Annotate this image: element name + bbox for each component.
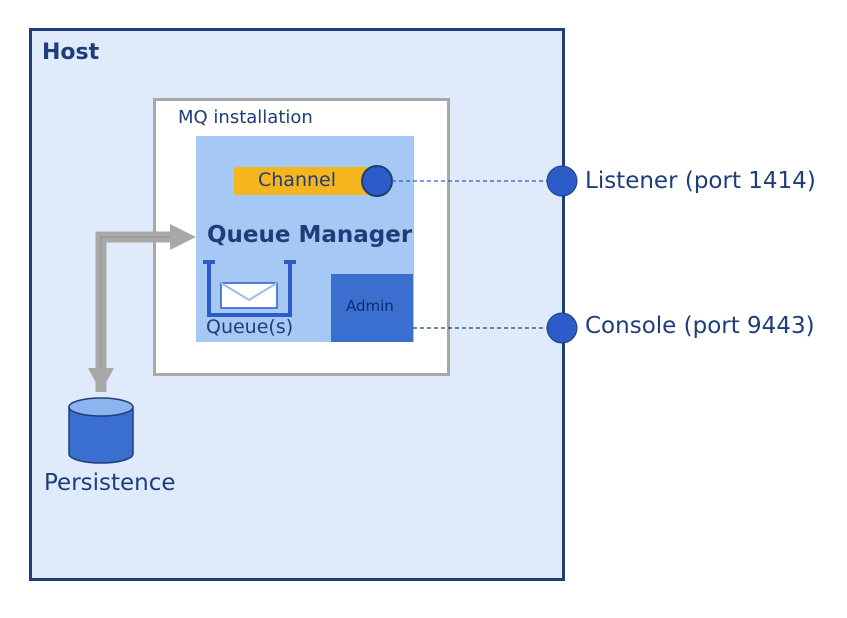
arrow-head-right (170, 224, 196, 250)
queue-label: Queue(s) (206, 316, 294, 338)
database-cylinder-icon (68, 397, 134, 464)
queue-bracket (203, 260, 296, 317)
persistence-label: Persistence (44, 470, 176, 496)
admin-label: Admin (346, 297, 394, 315)
persistence-arrow (88, 224, 196, 392)
channel-label: Channel (258, 169, 337, 191)
mq-installation-label: MQ installation (178, 107, 313, 128)
console-dot-icon (546, 312, 578, 344)
listener-dot-icon (546, 165, 578, 197)
console-label: Console (port 9443) (585, 313, 815, 339)
channel-node-icon (361, 165, 393, 197)
queue-manager-title: Queue Manager (207, 222, 413, 248)
envelope-icon (220, 282, 278, 309)
channel-pill (234, 167, 386, 195)
arrow-head-down (88, 368, 114, 392)
admin-box (331, 274, 413, 342)
listener-label: Listener (port 1414) (585, 168, 816, 194)
host-title: Host (42, 40, 100, 65)
